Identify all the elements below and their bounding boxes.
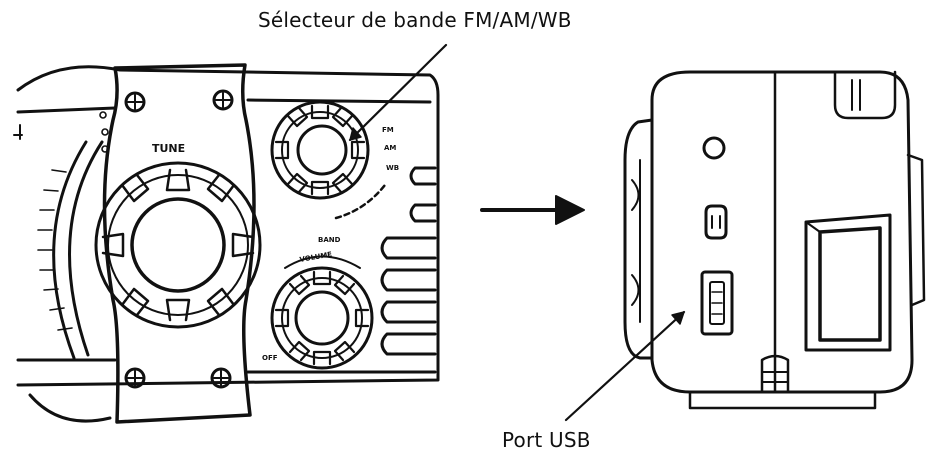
tune-label: TUNE [152,142,185,155]
radio-side-view [623,70,926,410]
screw-icon [124,89,234,389]
off-label: OFF [262,354,278,362]
volume-label: VOLUME [299,250,333,264]
tune-knob [94,161,262,329]
band-position-wb: WB [386,164,399,172]
volume-knob [270,255,374,370]
dc-input-icon [704,204,728,240]
speaker-grille [380,166,437,356]
usb-port-callout: Port USB [502,428,591,452]
radio-front-panel [13,63,440,424]
usb-callout-line [564,310,686,422]
band-selector-knob [270,100,387,220]
band-callout-line [348,43,448,142]
band-label: BAND [318,236,341,244]
band-position-am: AM [384,144,396,152]
band-selector-callout: Sélecteur de bande FM/AM/WB [258,8,572,32]
direction-arrow-icon [480,195,585,225]
crank-window [804,213,892,352]
frequency-scale [13,111,109,360]
band-position-fm: FM [382,126,394,134]
headphone-jack-icon [702,136,726,160]
usb-port-icon [700,270,734,336]
